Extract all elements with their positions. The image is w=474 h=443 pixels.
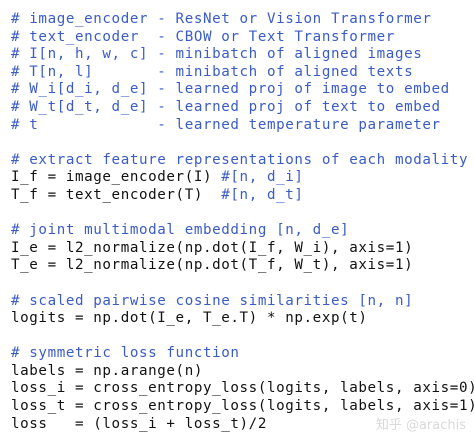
blank-line [11,134,467,152]
inline-comment: #[n, d_t] [221,186,304,203]
comment-line: # symmetric loss function [11,345,240,362]
code-block: # image_encoder - ResNet or Vision Trans… [11,11,474,433]
code-line: I_e = l2_normalize(np.dot(I_f, W_i), axi… [11,239,414,256]
comment-line: # text_encoder - CBOW or Text Transforme… [11,28,395,45]
code-line: T_f = text_encoder(T) #[n, d_t] [11,187,467,205]
code-text: T_f = text_encoder(T) [11,186,222,203]
blank-line [11,205,467,223]
code-line: loss = (loss_i + loss_t)/2 [11,415,267,432]
comment-line: # W_t[d_t, d_e] - learned proj of text t… [11,98,441,115]
comment-line: # T[n, l] - minibatch of aligned texts [11,63,414,80]
code-line: logits = np.dot(I_e, T_e.T) * np.exp(t) [11,310,368,327]
blank-line [11,328,467,346]
blank-line [11,275,467,293]
code-line: T_e = l2_normalize(np.dot(T_f, W_t), axi… [11,257,414,274]
code-line: loss_i = cross_entropy_loss(logits, labe… [11,380,474,397]
code-text: I_f = image_encoder(I) [11,169,222,186]
comment-line: # I[n, h, w, c] - minibatch of aligned i… [11,46,423,63]
comment-line: # scaled pairwise cosine similarities [n… [11,292,414,309]
code-line: loss_t = cross_entropy_loss(logits, labe… [11,398,474,415]
comment-line: # extract feature representations of eac… [11,151,469,168]
code-line: labels = np.arange(n) [11,362,203,379]
inline-comment: #[n, d_i] [221,169,304,186]
code-line: I_f = image_encoder(I) #[n, d_i] [11,169,467,187]
comment-line: # t - learned temperature parameter [11,116,441,133]
watermark: 知乎 @arachis [375,418,466,433]
comment-line: # W_i[d_i, d_e] - learned proj of image … [11,81,450,98]
comment-line: # joint multimodal embedding [n, d_e] [11,222,350,239]
comment-line: # image_encoder - ResNet or Vision Trans… [11,11,432,27]
